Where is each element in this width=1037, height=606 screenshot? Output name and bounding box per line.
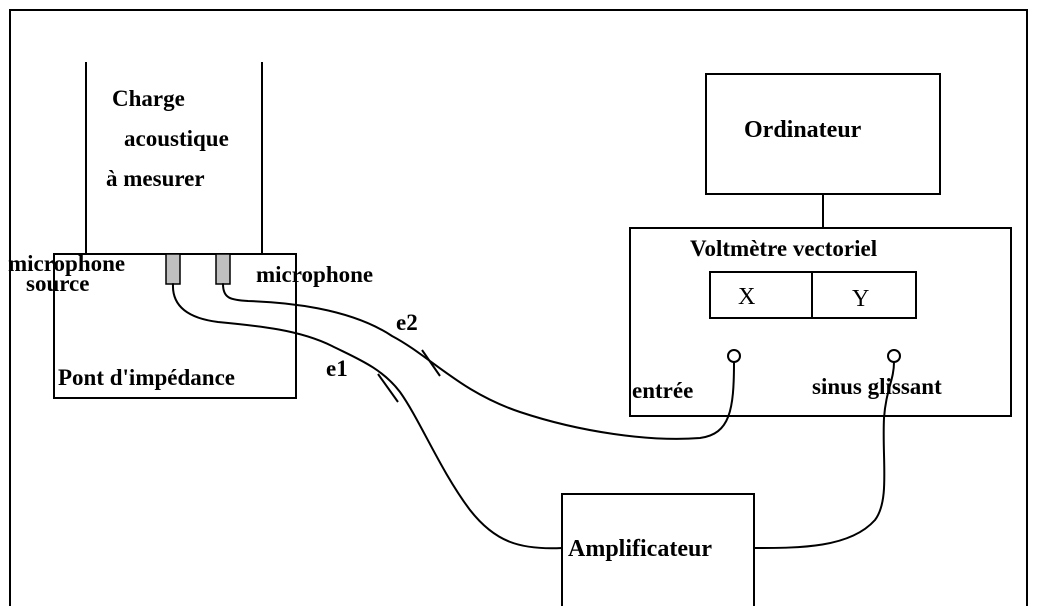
tick-e1 — [377, 373, 399, 403]
charge-label-line2: acoustique — [124, 126, 229, 151]
wire-e1 — [171, 283, 563, 550]
wire-e2 — [222, 283, 735, 440]
e2-label: e2 — [396, 310, 418, 335]
microphone-source-label-line1: microphone — [8, 251, 125, 276]
entree-port — [727, 349, 741, 363]
ordinateur-box — [705, 73, 941, 195]
outer-frame — [9, 9, 1028, 606]
entree-label: entrée — [632, 378, 693, 403]
microphone-element — [215, 253, 231, 285]
charge-label-line1: Charge — [112, 86, 185, 111]
amplificateur-label: Amplificateur — [568, 536, 712, 562]
microphone-source-element — [165, 253, 181, 285]
tick-e2 — [421, 349, 441, 377]
microphone-label: microphone — [256, 262, 373, 287]
x-label: X — [738, 284, 755, 310]
ordinateur-label: Ordinateur — [744, 117, 862, 143]
charge-label-line3: à mesurer — [106, 166, 205, 191]
sinus-glissant-label: sinus glissant — [812, 374, 942, 399]
voltmetre-box — [629, 227, 1012, 417]
sinus-port — [887, 349, 901, 363]
pont-impedance-label: Pont d'impédance — [58, 365, 235, 390]
voltmetre-label: Voltmètre vectoriel — [690, 236, 877, 261]
y-label: Y — [852, 286, 869, 312]
e1-label: e1 — [326, 356, 348, 381]
amplificateur-box — [561, 493, 755, 606]
microphone-source-label-line2: source — [26, 271, 89, 296]
wire-amplifier-to-sinus — [753, 361, 895, 549]
